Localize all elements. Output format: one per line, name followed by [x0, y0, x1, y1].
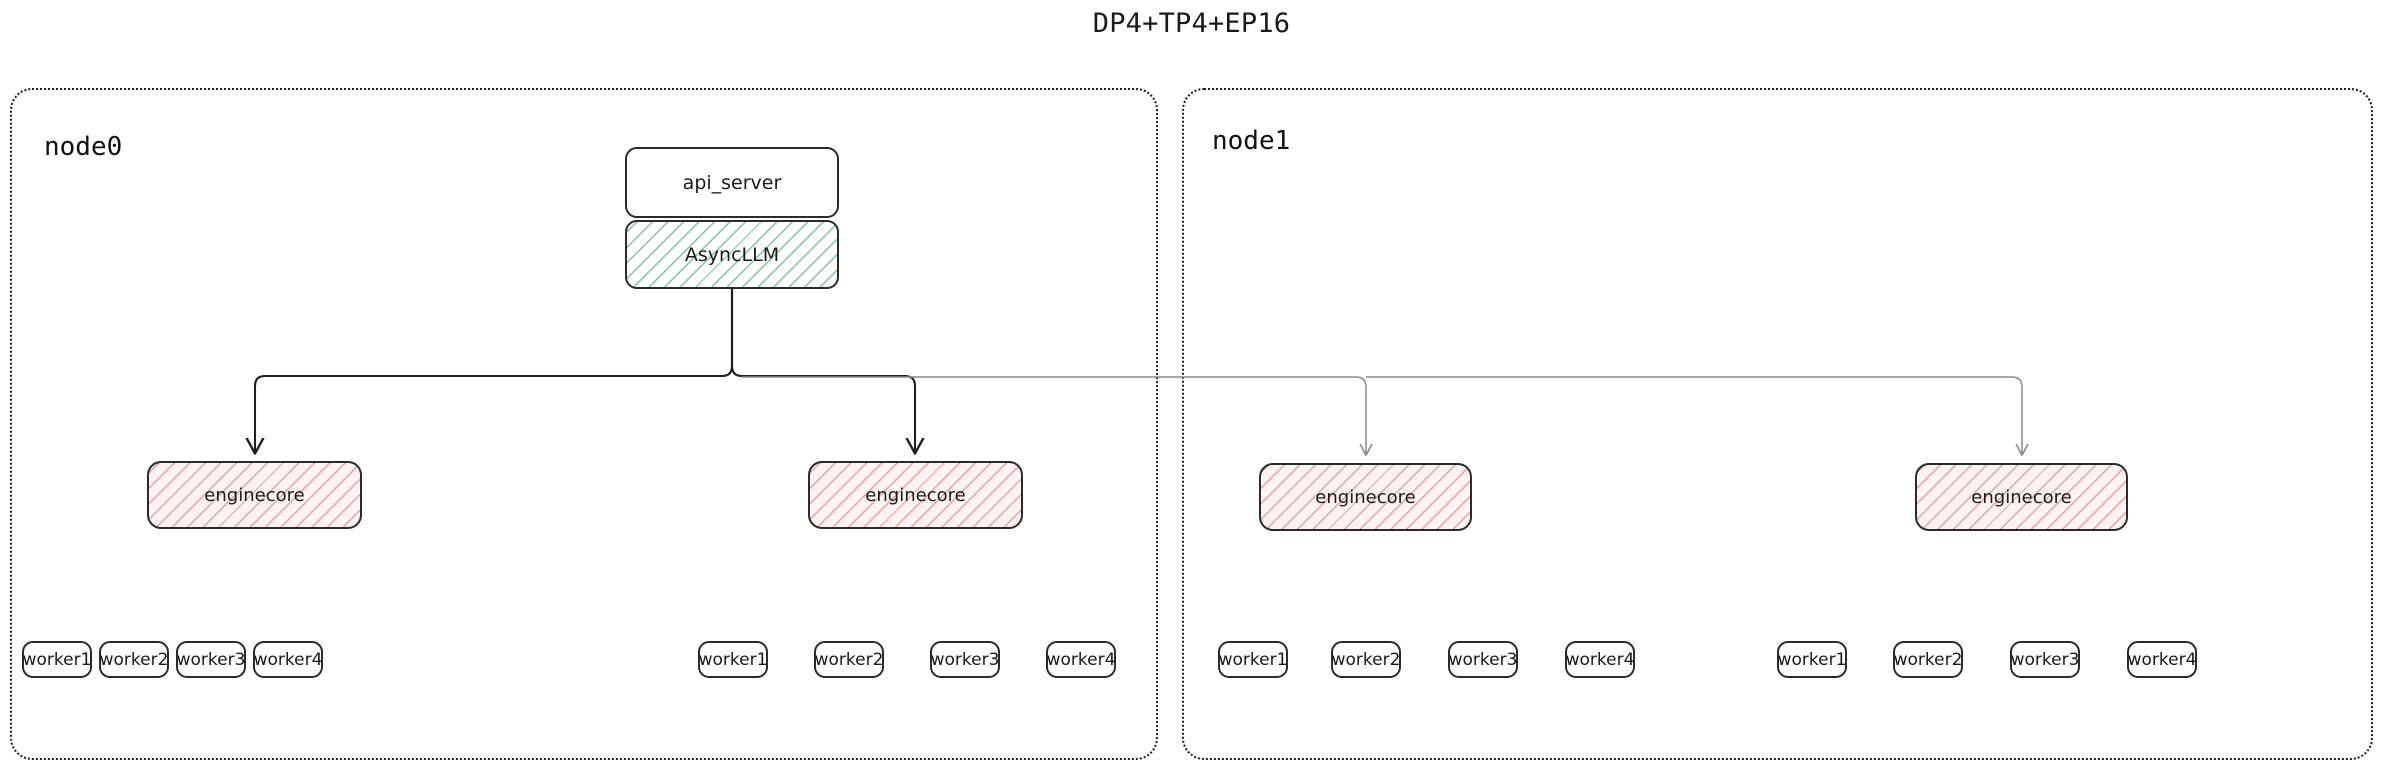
worker-box[interactable]: worker1: [698, 641, 768, 678]
enginecore-label: enginecore: [1315, 486, 1416, 508]
enginecore-box-node1-2[interactable]: enginecore: [1915, 463, 2128, 531]
enginecore-box-node1-1[interactable]: enginecore: [1259, 463, 1472, 531]
worker-label: worker2: [1331, 649, 1401, 670]
worker-label: worker1: [698, 649, 768, 670]
async-llm-box[interactable]: AsyncLLM: [625, 220, 839, 289]
worker-box[interactable]: worker1: [22, 641, 92, 678]
worker-box[interactable]: worker3: [1448, 641, 1518, 678]
worker-label: worker3: [930, 649, 1000, 670]
async-llm-label: AsyncLLM: [684, 243, 780, 266]
worker-box[interactable]: worker3: [176, 641, 246, 678]
api-server-box[interactable]: api_server: [625, 147, 839, 218]
worker-label: worker4: [1046, 649, 1116, 670]
worker-label: worker1: [22, 649, 92, 670]
worker-box[interactable]: worker4: [1046, 641, 1116, 678]
worker-label: worker2: [99, 649, 169, 670]
enginecore-label: enginecore: [865, 484, 966, 506]
worker-box[interactable]: worker2: [99, 641, 169, 678]
worker-label: worker3: [1448, 649, 1518, 670]
worker-box[interactable]: worker2: [1893, 641, 1963, 678]
worker-label: worker3: [2010, 649, 2080, 670]
worker-box[interactable]: worker3: [2010, 641, 2080, 678]
worker-box[interactable]: worker4: [253, 641, 323, 678]
node-label-node0: node0: [44, 132, 123, 162]
api-server-label: api_server: [682, 171, 782, 194]
page-title: DP4+TP4+EP16: [1092, 8, 1291, 39]
worker-box[interactable]: worker4: [1565, 641, 1635, 678]
node-label-node1: node1: [1212, 126, 1291, 156]
worker-label: worker4: [1565, 649, 1635, 670]
worker-box[interactable]: worker2: [1331, 641, 1401, 678]
enginecore-box-node0-2[interactable]: enginecore: [808, 461, 1023, 529]
worker-box[interactable]: worker3: [930, 641, 1000, 678]
worker-label: worker3: [176, 649, 246, 670]
worker-label: worker4: [253, 649, 323, 670]
worker-box[interactable]: worker1: [1777, 641, 1847, 678]
worker-label: worker2: [814, 649, 884, 670]
enginecore-box-node0-1[interactable]: enginecore: [147, 461, 362, 529]
enginecore-label: enginecore: [1971, 486, 2072, 508]
worker-box[interactable]: worker1: [1218, 641, 1288, 678]
worker-label: worker2: [1893, 649, 1963, 670]
worker-box[interactable]: worker4: [2127, 641, 2197, 678]
worker-label: worker1: [1218, 649, 1288, 670]
worker-label: worker4: [2127, 649, 2197, 670]
worker-box[interactable]: worker2: [814, 641, 884, 678]
enginecore-label: enginecore: [204, 484, 305, 506]
worker-label: worker1: [1777, 649, 1847, 670]
